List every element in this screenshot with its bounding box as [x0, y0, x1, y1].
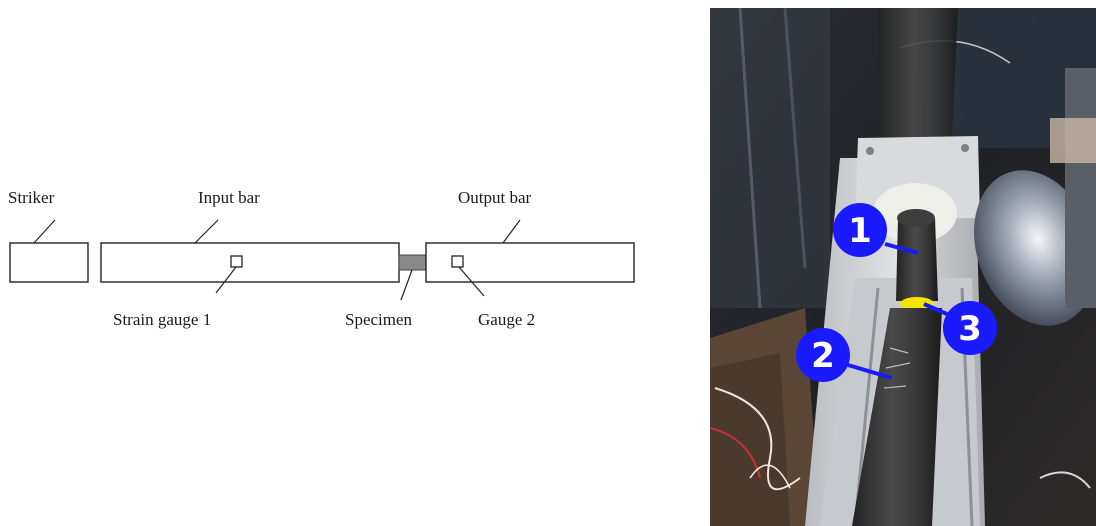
label-strain-gauge-1: Strain gauge 1: [113, 310, 211, 329]
marker-2: 2: [796, 328, 850, 382]
marker-2-label: 2: [811, 336, 835, 376]
label-output-bar: Output bar: [458, 188, 532, 207]
input-bar: [100, 242, 400, 283]
gauge-2-leader: [458, 266, 485, 297]
marker-3-label: 3: [958, 309, 982, 349]
specimen: [398, 254, 427, 271]
input-bar-leader: [194, 219, 219, 244]
split-hopkinson-bar-schematic: Striker Input bar Output bar Strain gaug…: [8, 188, 635, 329]
label-gauge-2: Gauge 2: [478, 310, 535, 329]
strain-gauge-1-leader: [215, 266, 237, 294]
marker-3: 3: [943, 301, 997, 355]
specimen-leader: [400, 269, 413, 301]
label-striker: Striker: [8, 188, 55, 207]
striker-bar: [9, 242, 89, 283]
striker-leader: [33, 219, 56, 244]
marker-1-leader: [884, 242, 919, 255]
marker-2-leader: [847, 363, 893, 380]
marker-1: 1: [833, 203, 887, 257]
label-specimen: Specimen: [345, 310, 413, 329]
output-bar: [425, 242, 635, 283]
label-input-bar: Input bar: [198, 188, 260, 207]
strain-gauge-1-marker: [230, 255, 243, 268]
experimental-setup-photo: 1 2 3: [710, 8, 1096, 526]
marker-1-label: 1: [848, 211, 872, 251]
output-bar-leader: [502, 219, 521, 244]
gauge-2-marker: [451, 255, 464, 268]
